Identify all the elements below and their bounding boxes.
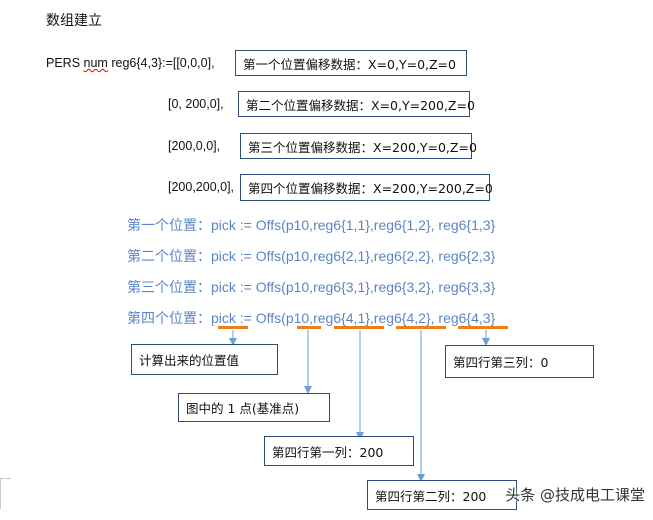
pick-label: 第四个位置： <box>127 311 211 327</box>
data-box-2: 第二个位置偏移数据：X=0,Y=200,Z=0 <box>238 91 475 117</box>
code-rest: reg6{4,3}:=[[0,0,0], <box>111 56 215 70</box>
code-type: num <box>83 56 108 70</box>
pick-code: pick := Offs(p10,reg6{2,1},reg6{2,2}, re… <box>211 248 496 264</box>
data-box-1: 第一个位置偏移数据：X=0,Y=0,Z=0 <box>235 50 467 76</box>
pick-label: 第二个位置： <box>127 249 211 265</box>
underline-p10 <box>297 326 321 329</box>
code-line-3: [200,0,0], <box>168 139 221 153</box>
code-line-2: [0, 200,0], <box>168 97 224 111</box>
data-box-3: 第三个位置偏移数据：X=200,Y=0,Z=0 <box>240 133 477 159</box>
pick-line-3: 第三个位置：pick := Offs(p10,reg6{3,1},reg6{3,… <box>127 277 495 297</box>
pick-line-1: 第一个位置：pick := Offs(p10,reg6{1,1},reg6{1,… <box>127 215 495 235</box>
pick-code: pick := Offs(p10,reg6{3,1},reg6{3,2}, re… <box>211 279 496 295</box>
data-box-4: 第四个位置偏移数据：X=200,Y=200,Z=0 <box>240 174 493 201</box>
watermark: 头条 @技成电工课堂 <box>505 486 645 504</box>
note-row4-col2: 第四行第二列：200 <box>367 480 517 510</box>
code-line-1: PERS num reg6{4,3}:=[[0,0,0], <box>46 56 215 70</box>
underline-col1 <box>334 326 384 329</box>
code-line-4: [200,200,0], <box>168 180 235 194</box>
pick-label: 第三个位置： <box>127 280 211 296</box>
page-title: 数组建立 <box>46 13 102 29</box>
underline-col3 <box>458 326 508 329</box>
note-row4-col3: 第四行第三列：0 <box>445 345 594 378</box>
pick-label: 第一个位置： <box>127 218 211 234</box>
underline-pick <box>218 326 248 329</box>
underline-col2 <box>396 326 446 329</box>
page-corner-mark <box>0 478 11 509</box>
pick-line-4: 第四个位置：pick := Offs(p10,reg6{4,1},reg6{4,… <box>127 308 495 328</box>
pick-code: pick := Offs(p10,reg6{1,1},reg6{1,2}, re… <box>211 217 496 233</box>
note-row4-col1: 第四行第一列：200 <box>264 436 414 466</box>
pick-line-2: 第二个位置：pick := Offs(p10,reg6{2,1},reg6{2,… <box>127 246 495 266</box>
pick-code: pick := Offs(p10,reg6{4,1},reg6{4,2}, re… <box>211 310 496 326</box>
note-position-value: 计算出来的位置值 <box>131 344 278 375</box>
note-base-point: 图中的 1 点(基准点) <box>178 393 330 422</box>
code-keyword: PERS <box>46 56 81 70</box>
